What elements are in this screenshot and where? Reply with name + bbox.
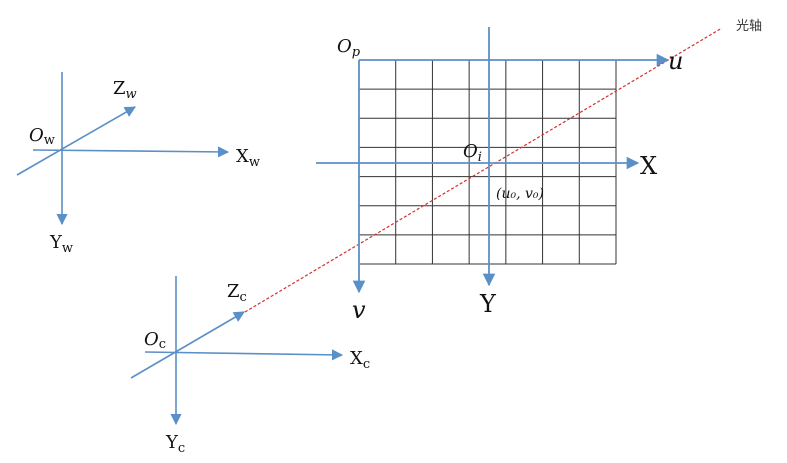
world-frame <box>16 72 230 226</box>
world-x-label: Xw <box>236 146 260 170</box>
world-origin-label: Ow <box>29 125 55 148</box>
pixel-u-label: u <box>668 47 683 75</box>
pixel-origin-label: Op <box>337 36 361 60</box>
world-y-label: Yw <box>49 232 73 256</box>
camera-x-label: Xc <box>350 348 370 372</box>
optical-axis-line <box>244 27 723 313</box>
world-z-label: Zw <box>113 78 137 102</box>
image-frame <box>316 27 640 287</box>
camera-z-label: Zc <box>227 281 247 305</box>
principal-point-label: (u₀, v₀) <box>496 186 544 202</box>
pixel-v-label: v <box>352 296 366 324</box>
image-plane-grid <box>358 59 617 265</box>
world-z-axis <box>16 106 136 176</box>
camera-frame <box>130 276 344 426</box>
optical-axis-label: 光轴 <box>736 19 762 34</box>
camera-y-label: Yc <box>165 432 185 456</box>
world-x-axis <box>32 146 230 158</box>
image-y-label: Y <box>479 290 497 318</box>
image-x-label: X <box>640 152 657 180</box>
camera-x-axis <box>144 349 344 361</box>
pixel-frame <box>352 53 670 294</box>
image-origin-label: Oi <box>463 141 482 165</box>
camera-z-axis <box>130 311 245 379</box>
camera-origin-label: Oc <box>144 329 166 352</box>
